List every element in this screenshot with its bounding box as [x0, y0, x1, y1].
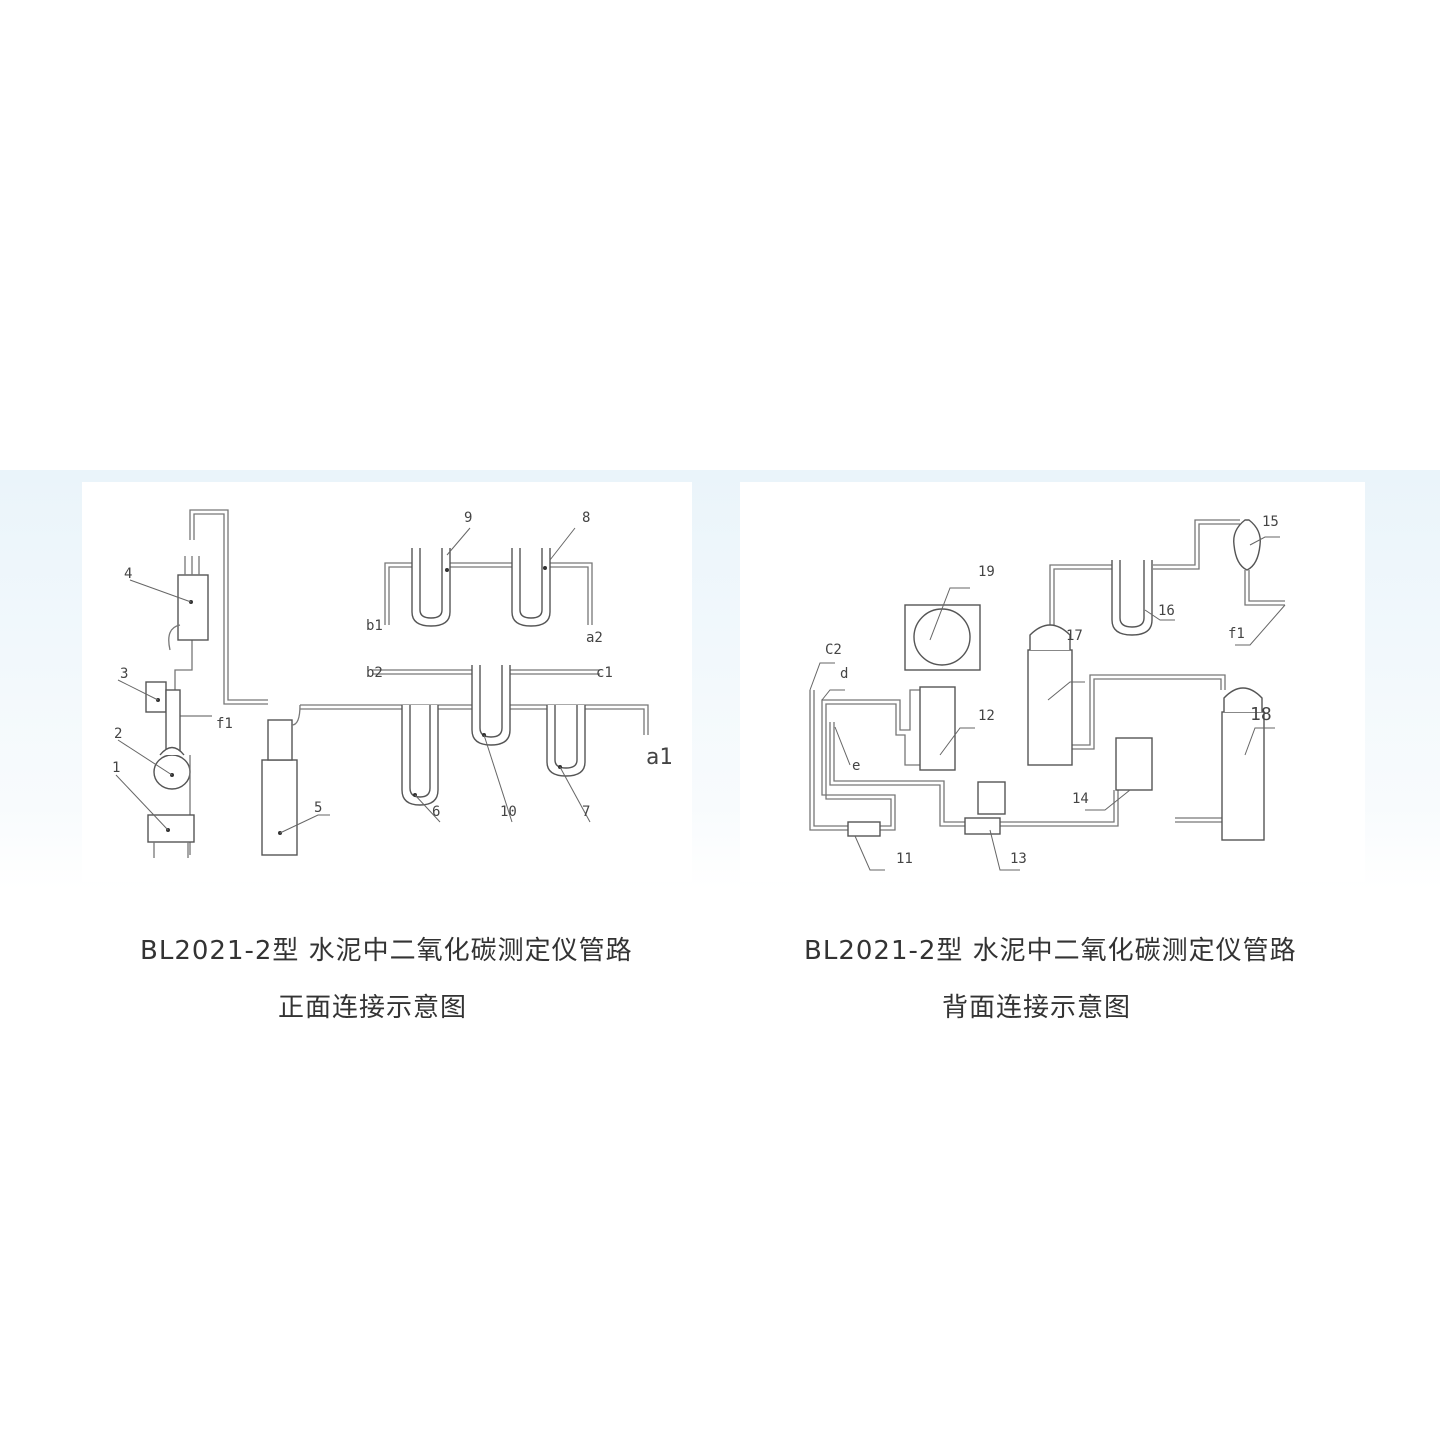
front-caption-line2: 正面连接示意图 [278, 993, 468, 1023]
label-9: 9 [464, 510, 472, 526]
back-caption-line2: 背面连接示意图 [942, 993, 1132, 1023]
label-c1: c1 [596, 665, 613, 681]
component-4 [177, 574, 209, 641]
component-12 [919, 686, 956, 771]
label-5: 5 [314, 800, 322, 816]
label-e: e [852, 758, 860, 774]
label-1: 1 [112, 760, 120, 776]
component-18 [1221, 711, 1265, 841]
label-4: 4 [124, 566, 132, 582]
label-8: 8 [582, 510, 590, 526]
component-15 [1233, 519, 1261, 571]
back-diagram: 19 15 16 f1 17 18 12 14 13 11 C2 d e [809, 514, 1286, 871]
label-6: 6 [432, 804, 440, 820]
component-1 [147, 814, 195, 843]
back-caption-line1: BL2021-2型 水泥中二氧化碳测定仪管路 [804, 936, 1297, 966]
label-3: 3 [120, 666, 128, 682]
component-5 [261, 759, 298, 856]
label-f1-front: f1 [216, 716, 233, 732]
component-11 [847, 821, 881, 837]
label-f1-back: f1 [1228, 626, 1245, 642]
label-a2: a2 [586, 630, 603, 646]
label-a1: a1 [646, 745, 673, 770]
label-19: 19 [978, 564, 995, 580]
label-13: 13 [1010, 851, 1027, 867]
label-18: 18 [1250, 704, 1272, 725]
u-tube-8 [511, 548, 551, 627]
component-2 [153, 754, 191, 790]
u-tube-6 [401, 705, 439, 806]
label-17: 17 [1066, 628, 1083, 644]
component-3 [145, 681, 167, 713]
label-b2: b2 [366, 665, 383, 681]
label-14: 14 [1072, 791, 1089, 807]
component-14 [1115, 737, 1153, 791]
u-tube-16 [1111, 560, 1153, 636]
component-17 [1027, 649, 1073, 766]
label-16: 16 [1158, 603, 1175, 619]
label-15: 15 [1262, 514, 1279, 530]
u-tube-10 [471, 665, 511, 746]
label-c2: C2 [825, 642, 842, 658]
u-tube-9 [411, 548, 451, 627]
label-7: 7 [582, 804, 590, 820]
u-tube-7 [546, 705, 586, 777]
label-11: 11 [896, 851, 913, 867]
label-d: d [840, 666, 848, 682]
label-b1: b1 [366, 618, 383, 634]
component-13 [964, 817, 1001, 835]
front-diagram: 4 3 2 1 f1 5 6 10 7 9 8 b1 a2 b2 c1 a1 [112, 509, 673, 858]
label-10: 10 [500, 804, 517, 820]
label-2: 2 [114, 726, 122, 742]
label-12: 12 [978, 708, 995, 724]
front-caption-line1: BL2021-2型 水泥中二氧化碳测定仪管路 [140, 936, 633, 966]
